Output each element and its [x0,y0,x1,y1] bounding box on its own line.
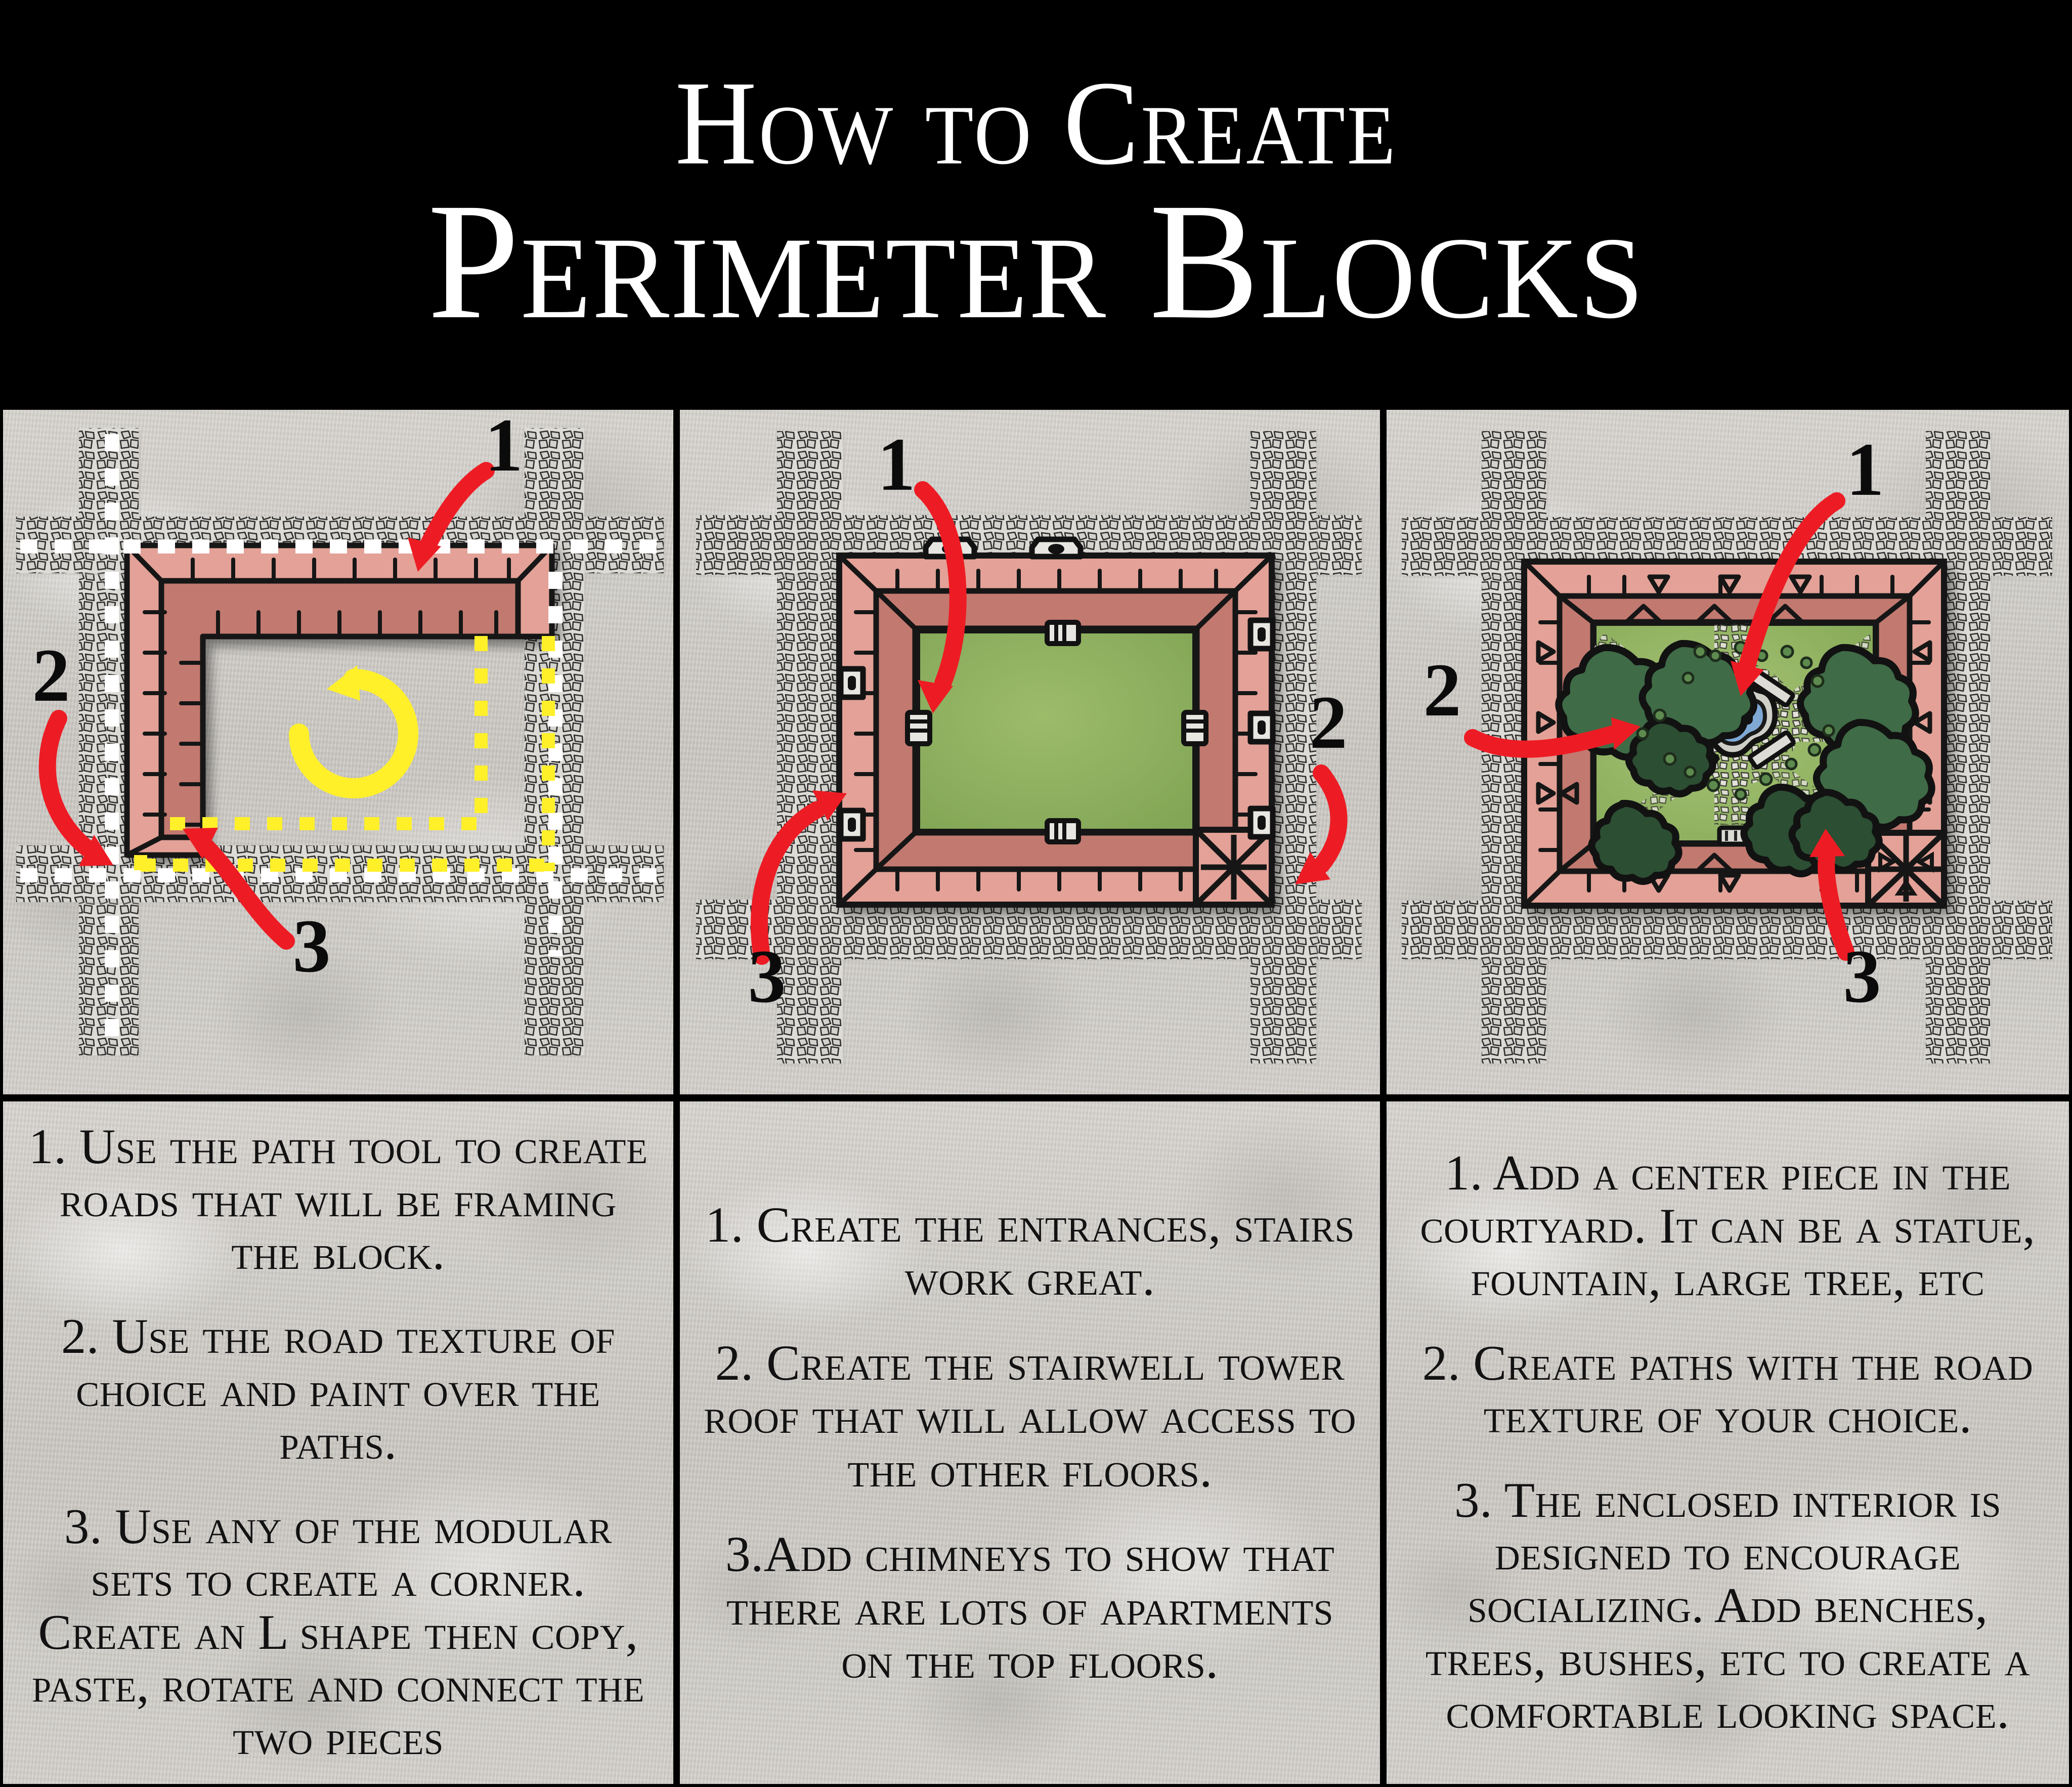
page-title-line-1: How to Create [675,57,1397,190]
panel-3-illustration-cell: 1 2 3 [1387,410,2069,1094]
panel-1-illustration-cell: 1 2 3 [3,410,673,1094]
instruction-step: 2. Create the stairwell tower roof that … [704,1334,1356,1498]
panel-2-illustration-cell: 1 2 3 [680,410,1380,1094]
callout-number-3: 3 [1843,934,1881,1018]
instruction-step: 3.Add chimneys to show that there are lo… [725,1526,1335,1689]
illustration-roads-and-l-block: 1 2 3 [3,410,673,1094]
panel-3-text-cell: 1. Add a center piece in the courtyard. … [1387,1101,2069,1784]
instruction-step: 1. Create the entrances, stairs work gre… [705,1196,1355,1306]
callout-number-2: 2 [32,633,70,717]
page-title-line-2: Perimeter Blocks [427,169,1645,354]
callout-arrow-1 [408,462,495,572]
paper-texture [1387,1101,2069,1784]
header-banner: How to Create Perimeter Blocks [0,0,2072,410]
callout-number-1: 1 [1846,428,1884,512]
white-dashed-road-path [20,434,661,1052]
panel-2-text-cell: 1. Create the entrances, stairs work gre… [680,1101,1380,1784]
instruction-step: 2. Use the road texture of choice and pa… [61,1309,616,1470]
bush [1636,641,1835,801]
panel-grid: 1 2 3 [0,410,2072,1787]
panel-2-instructions: 1. Create the entrances, stairs work gre… [680,1101,1380,1784]
callout-arrow-3 [183,828,295,950]
stairwell-tower-roof [1193,827,1275,908]
instruction-step: 1. Use the path tool to create roads tha… [28,1119,648,1280]
panel-1-instructions: 1. Use the path tool to create roads tha… [3,1101,673,1784]
panel-1-text-cell: 1. Use the path tool to create roads tha… [3,1101,673,1784]
illustration-finished-block: 1 2 3 [1387,410,2069,1094]
instruction-step: 3. The enclosed interior is designed to … [1425,1472,2031,1739]
callout-number-2: 2 [1423,648,1461,732]
callout-number-1: 1 [485,410,523,487]
panel-3-instructions: 1. Add a center piece in the courtyard. … [1387,1101,2069,1784]
yellow-rotate-loop [289,669,418,798]
callout-arrow-3 [750,790,847,965]
courtyard-lawn [915,628,1197,834]
callout-number-3: 3 [748,934,786,1018]
paper-texture [3,1101,673,1784]
callout-number-3: 3 [293,904,331,988]
callout-number-2: 2 [1310,680,1348,764]
yellow-dotted-copy-outline [134,636,555,872]
callout-arrow-1 [1731,492,1845,696]
illustration-closed-block: 1 2 3 [680,410,1380,1094]
callout-arrow-2 [1464,717,1641,758]
modular-l-shaped-corner [124,542,555,858]
yellow-rotate-arrowhead [327,665,360,701]
paper-texture [680,1101,1380,1784]
callout-arrow-2 [38,710,113,866]
callout-arrow-2 [1295,764,1348,884]
instruction-step: 3. Use any of the modular sets to create… [31,1499,645,1766]
callout-number-1: 1 [878,422,916,506]
callout-arrow-3 [1809,829,1854,961]
instruction-step: 2. Create paths with the road texture of… [1422,1335,2034,1444]
callout-arrow-1 [914,481,967,713]
instruction-step: 1. Add a center piece in the courtyard. … [1420,1145,2036,1307]
